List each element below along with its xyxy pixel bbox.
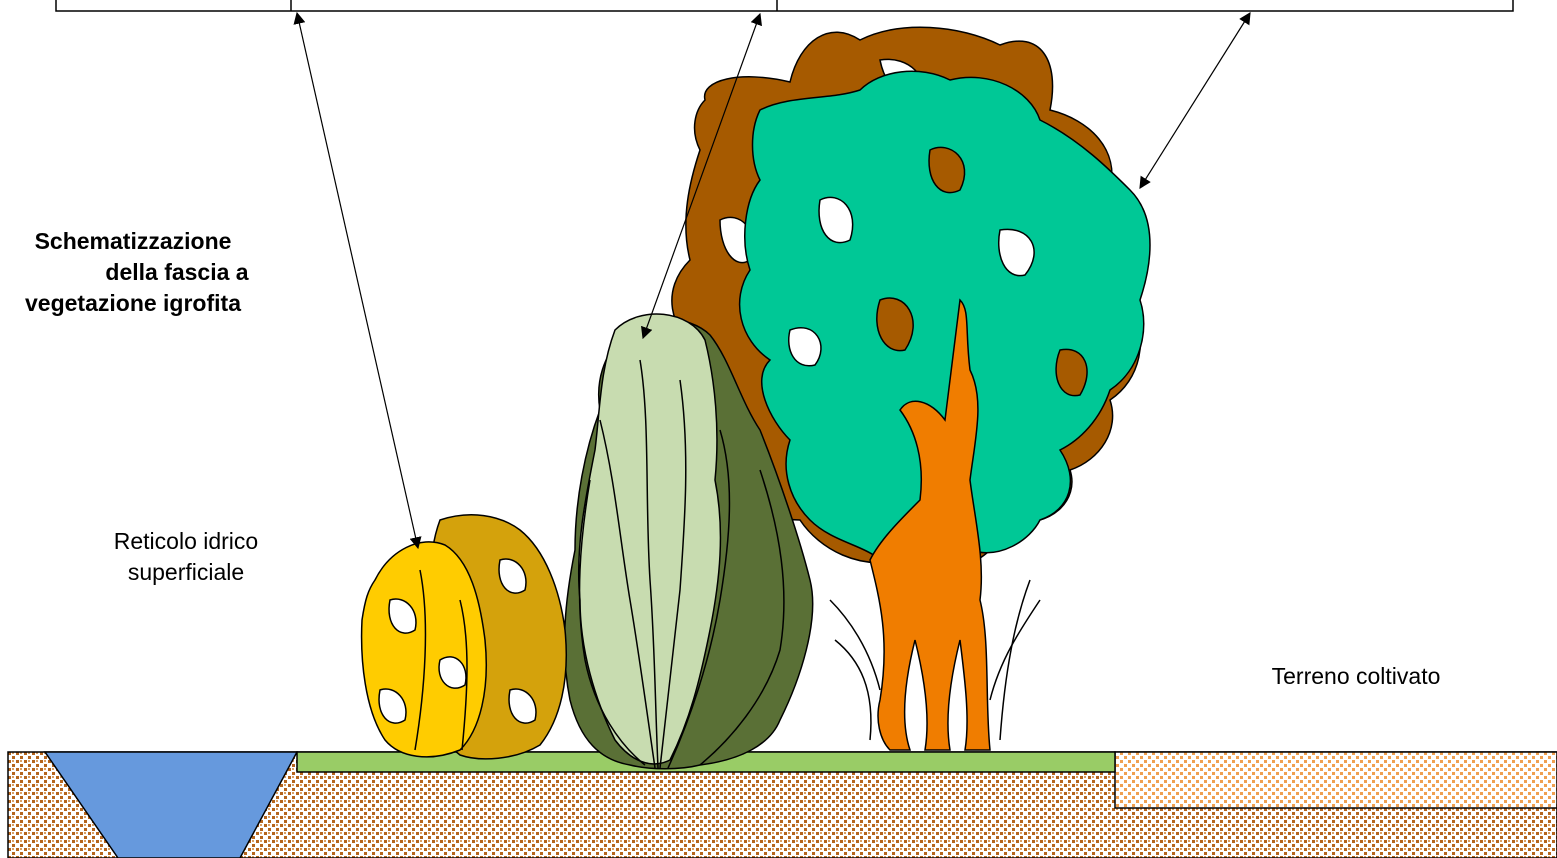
title-line-3: vegetazione igrofita [25,290,241,316]
ground [8,752,1557,858]
arrow-shrub [297,13,418,548]
cultivated-field [1115,752,1557,808]
water-network-label: Reticolo idrico superficiale [114,528,258,585]
diagram-title: Schematizzazione della fascia a vegetazi… [25,228,249,316]
shrub-illustration [362,515,567,759]
water-network-line-2: superficiale [128,559,244,585]
cultivated-land-label: Terreno coltivato [1272,663,1441,689]
top-band [0,0,1513,11]
title-line-1: Schematizzazione [35,228,232,254]
title-line-2: della fascia a [105,259,248,285]
water-network-line-1: Reticolo idrico [114,528,258,554]
arrow-tree [1140,13,1250,188]
